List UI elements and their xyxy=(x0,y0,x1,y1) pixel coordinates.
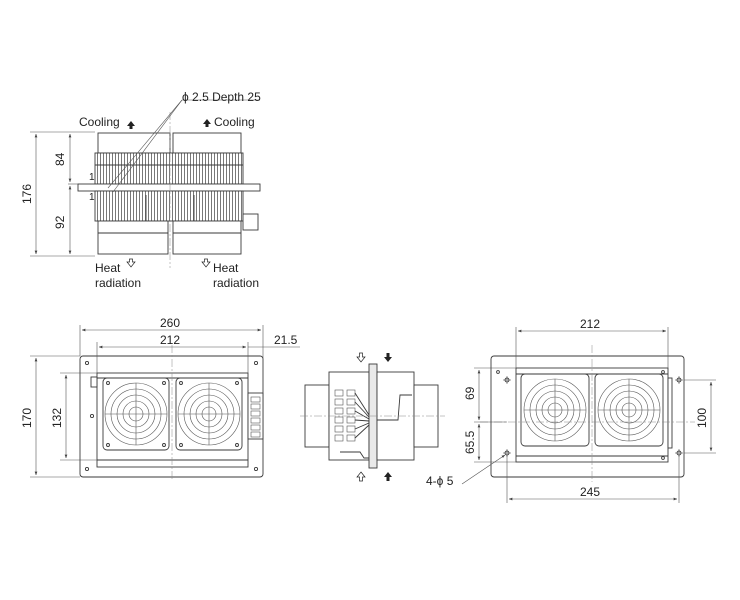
cooling-label-right: Cooling xyxy=(214,115,255,129)
dim-front-total-width: 260 xyxy=(160,316,180,330)
dim-front-protrusion: 21.5 xyxy=(274,333,298,347)
dim-side-lower-height: 92 xyxy=(53,215,67,229)
fan-grille-icon xyxy=(520,373,590,447)
arrow-down-hollow-icon xyxy=(201,258,211,268)
small-mark-top: 1 xyxy=(89,172,95,183)
back-view: 212 69 65.5 100 245 4-ϕ 5 xyxy=(426,317,716,503)
arrow-up-filled-icon xyxy=(384,472,392,481)
arrow-up-filled-icon xyxy=(203,119,211,127)
mount-hole xyxy=(503,376,511,384)
terminal-rows xyxy=(334,389,370,442)
heat-label-left-2: radiation xyxy=(95,276,141,290)
terminal-block xyxy=(250,396,261,438)
dim-back-total-width: 245 xyxy=(580,485,600,499)
section-view xyxy=(300,352,445,482)
fan-grille-icon xyxy=(102,377,170,451)
arrow-up-filled-icon xyxy=(127,121,135,129)
fan-grille-icon xyxy=(594,373,664,447)
hole-spec-label: ϕ 2.5 Depth 25 xyxy=(182,90,261,104)
arrow-up-hollow-icon xyxy=(356,471,366,482)
heat-label-right-2: radiation xyxy=(213,276,259,290)
cooling-label-left: Cooling xyxy=(79,115,120,129)
dim-side-upper-height: 84 xyxy=(53,152,67,166)
dim-back-lower-offset: 65.5 xyxy=(463,430,477,454)
dim-back-hole-pitch: 100 xyxy=(695,408,709,428)
side-view: 1 1 176 84 92 ϕ 2.5 Depth 25 Cooling Coo… xyxy=(20,90,261,290)
mount-hole xyxy=(675,376,683,384)
dim-front-inner-width: 212 xyxy=(160,333,180,347)
dim-back-inner-width: 212 xyxy=(580,317,600,331)
arrow-down-hollow-icon xyxy=(356,352,366,363)
fan-grille-icon xyxy=(175,377,243,451)
dim-front-inner-height: 132 xyxy=(50,408,64,428)
mount-holes-label: 4-ϕ 5 xyxy=(426,474,454,488)
small-mark-bottom: 1 xyxy=(89,192,95,203)
heat-label-right-1: Heat xyxy=(213,261,239,275)
heat-label-left-1: Heat xyxy=(95,261,121,275)
dim-side-total-height: 176 xyxy=(20,184,34,204)
arrow-down-filled-icon xyxy=(384,353,392,362)
front-view: 260 212 21.5 170 132 xyxy=(20,316,300,480)
arrow-down-hollow-icon xyxy=(126,258,136,268)
dim-front-total-height: 170 xyxy=(20,408,34,428)
dim-back-upper-offset: 69 xyxy=(463,386,477,400)
